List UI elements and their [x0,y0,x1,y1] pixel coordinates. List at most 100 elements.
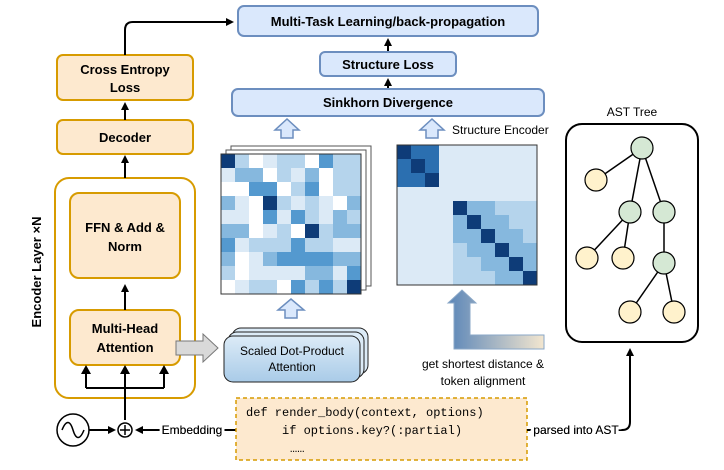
structure-cell [481,215,495,229]
attention-cell [305,154,319,168]
attention-cell [319,266,333,280]
structure-cell [509,243,523,257]
attention-cell [333,252,347,266]
attention-cell [277,252,291,266]
structure-cell [397,243,411,257]
structure-cell [495,243,509,257]
structure-cell [467,187,481,201]
structure-matrix [397,145,537,285]
structure-cell [495,173,509,187]
structure-cell [425,257,439,271]
structure-cell [467,201,481,215]
attention-cell [263,266,277,280]
structure-cell [453,215,467,229]
encoder-layer-label: Encoder Layer ×N [29,217,44,328]
attention-cell [277,182,291,196]
attention-cell [235,252,249,266]
up-arrow-icon [418,117,446,139]
sinkhorn-label: Sinkhorn Divergence [323,95,453,110]
structure-cell [439,159,453,173]
attention-cell [305,196,319,210]
attention-cell [263,168,277,182]
structure-cell [467,243,481,257]
cross-entropy-line1: Cross Entropy [80,62,170,77]
structure-cell [509,187,523,201]
structure-cell [397,201,411,215]
attention-cell [221,266,235,280]
structure-cell [481,145,495,159]
code-snippet-box [235,397,528,461]
attention-cell [347,168,361,182]
attention-matrix [221,154,361,294]
structure-cell [467,215,481,229]
up-arrow-icon [275,298,307,319]
structure-cell [439,271,453,285]
structure-cell [397,215,411,229]
attention-cell [277,224,291,238]
attention-cell [291,252,305,266]
structure-cell [495,201,509,215]
attention-cell [263,196,277,210]
attention-cell [347,280,361,294]
attention-cell [277,280,291,294]
attention-cell [305,210,319,224]
structure-cell [523,243,537,257]
attention-cell [235,196,249,210]
attention-cell [263,210,277,224]
attention-cell [305,252,319,266]
structure-cell [453,187,467,201]
structure-cell [481,243,495,257]
attention-cell [263,182,277,196]
structure-cell [411,173,425,187]
structure-cell [453,229,467,243]
attention-cell [347,252,361,266]
attention-cell [235,266,249,280]
scaled-dot-line1: Scaled Dot-Product [240,344,345,358]
attention-cell [221,210,235,224]
attention-cell [347,154,361,168]
structure-cell [495,271,509,285]
attention-cell [333,238,347,252]
multitask-block[interactable] [237,5,539,37]
attention-cell [291,210,305,224]
structure-cell [523,201,537,215]
attention-cell [249,182,263,196]
structure-cell [397,271,411,285]
ffn-block[interactable] [69,192,181,279]
structure-cell [397,229,411,243]
ast-title: AST Tree [607,105,658,119]
structure-cell [439,173,453,187]
structure-cell [509,173,523,187]
attention-cell [319,168,333,182]
scaled-dot-block[interactable] [223,335,361,383]
sinkhorn-block[interactable] [231,88,545,117]
structure-loss-block[interactable] [319,51,457,77]
attention-cell [333,182,347,196]
structure-cell [467,173,481,187]
structure-cell [453,145,467,159]
structure-cell [411,271,425,285]
ast-node [575,246,599,270]
structure-cell [509,257,523,271]
structure-cell [411,243,425,257]
ffn-label-line1: FFN & Add & [85,220,165,235]
attention-cell [221,224,235,238]
attention-cell [347,182,361,196]
arrow-code-to-ast [527,348,634,431]
structure-cell [481,201,495,215]
attention-cell [305,168,319,182]
attention-cell [347,224,361,238]
mha-label-line1: Multi-Head [92,321,159,336]
structure-cell [425,159,439,173]
structure-cell [411,215,425,229]
attention-cell [235,210,249,224]
parsed-label: parsed into AST [533,423,619,437]
multi-head-attention-block[interactable] [69,309,181,366]
structure-cell [439,215,453,229]
structure-cell [495,229,509,243]
scaled-dot-line2: Attention [268,360,315,374]
attention-cell [305,280,319,294]
structure-cell [397,187,411,201]
code-line1: def render_body(context, options) [246,406,484,420]
